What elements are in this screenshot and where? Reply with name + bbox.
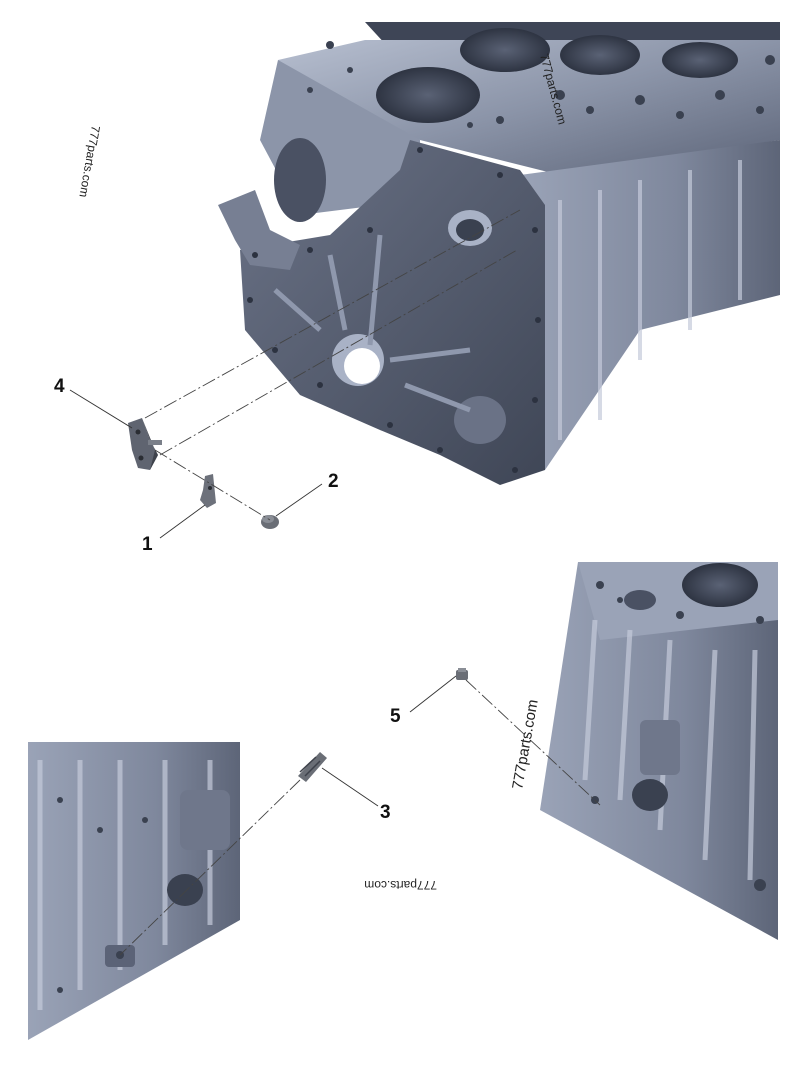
engine-block-main xyxy=(218,22,780,485)
watermark-right: 777parts.com xyxy=(509,698,542,790)
callout-5: 5 xyxy=(390,706,401,727)
part-5-plug xyxy=(456,668,468,680)
engine-block-detail-right xyxy=(540,562,778,940)
part-3-stud xyxy=(298,752,327,782)
part-4-bracket xyxy=(128,418,162,470)
callout-3: 3 xyxy=(380,802,391,823)
part-2-nut xyxy=(261,515,279,529)
callout-2: 2 xyxy=(328,471,339,492)
watermark-left: 777parts.com xyxy=(76,124,102,198)
watermark-bottom: 777parts.com xyxy=(364,878,437,892)
callout-4: 4 xyxy=(54,376,65,397)
leader-lines xyxy=(69,389,457,807)
part-1-clip xyxy=(200,474,216,508)
callout-1: 1 xyxy=(142,534,153,555)
assembly-lines xyxy=(119,209,601,956)
engine-block-detail-left xyxy=(28,742,240,1040)
